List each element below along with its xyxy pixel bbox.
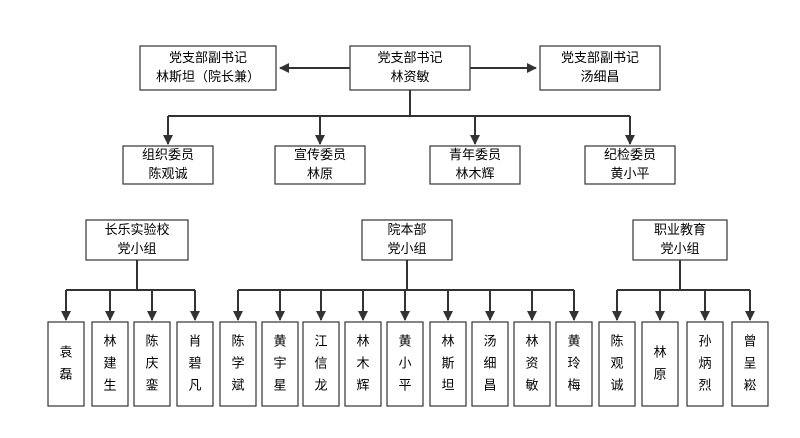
member-name: 黄玲梅 (567, 335, 580, 394)
node-title: 党支部副书记 (561, 51, 639, 66)
node-title: 纪检委员 (604, 148, 656, 163)
member-box: 黄玲梅 (555, 321, 593, 407)
member-name: 林建生 (103, 335, 116, 394)
box-border (349, 45, 471, 91)
node-subtitle: 黄小平 (610, 167, 649, 182)
box-border (274, 145, 366, 185)
box-border (344, 321, 382, 407)
box-border (731, 321, 769, 407)
member-name: 林木辉 (356, 335, 369, 394)
node-subtitle: 林原 (307, 167, 333, 182)
member-name: 林斯坦 (441, 335, 454, 394)
box-border (122, 145, 214, 185)
box-border (219, 321, 257, 407)
node-title: 青年委员 (449, 148, 501, 163)
member-box: 林原 (641, 321, 679, 407)
member-box: 孙炳烈 (686, 321, 724, 407)
member-name: 陈学斌 (231, 334, 244, 394)
member-box: 江信龙 (302, 321, 340, 407)
nodes: 党支部书记林资敏党支部副书记林斯坦（院长兼）党支部副书记汤细昌组织委员陈观诚宣传… (47, 45, 769, 407)
node-subtitle: 党小组 (387, 242, 426, 257)
member-name: 黄小平 (398, 335, 411, 394)
box-border (139, 45, 277, 91)
member-box: 黄小平 (386, 321, 424, 407)
box-border (632, 219, 728, 261)
box-border (133, 321, 171, 407)
box-border (641, 321, 679, 407)
box-border (539, 45, 661, 91)
node-title: 院本部 (387, 223, 426, 238)
node-subtitle: 林斯坦（院长兼） (156, 70, 260, 85)
node-title: 党支部副书记 (169, 51, 247, 66)
member-box: 林斯坦 (429, 321, 467, 407)
box-border (85, 219, 189, 261)
member-name: 曾呈崧 (743, 335, 756, 394)
member-name: 肖碧凡 (188, 335, 201, 394)
member-name: 陈观诚 (610, 334, 623, 394)
member-name: 黄宇星 (273, 335, 286, 394)
member-box: 林资敏 (513, 321, 551, 407)
member-box: 陈学斌 (219, 321, 257, 407)
box-border (47, 321, 85, 407)
box-border (598, 321, 636, 407)
node-subtitle: 陈观诚 (148, 166, 187, 182)
member-name: 陈庆銮 (145, 334, 158, 394)
member-box: 曾呈崧 (731, 321, 769, 407)
box-border (361, 219, 453, 261)
node-subtitle: 林木辉 (455, 167, 494, 182)
member-box: 黄宇星 (261, 321, 299, 407)
box-border (386, 321, 424, 407)
box-border (555, 321, 593, 407)
member-box: 汤细昌 (471, 321, 509, 407)
box-border (513, 321, 551, 407)
box-border (471, 321, 509, 407)
node-title: 组织委员 (142, 148, 194, 163)
member-name: 林资敏 (525, 335, 538, 394)
member-name: 袁磊 (59, 346, 72, 383)
member-name: 江信龙 (314, 335, 327, 394)
member-box: 陈观诚 (598, 321, 636, 407)
box-border (686, 321, 724, 407)
node-title: 长乐实验校 (104, 222, 169, 238)
box-border (429, 321, 467, 407)
box-border (261, 321, 299, 407)
member-box: 肖碧凡 (176, 321, 214, 407)
node-title: 宣传委员 (294, 147, 346, 163)
node-subtitle: 党小组 (660, 242, 699, 257)
connectors (61, 63, 755, 321)
member-name: 汤细昌 (483, 335, 496, 394)
member-name: 孙炳烈 (698, 335, 711, 394)
member-name: 林原 (653, 346, 666, 383)
member-box: 陈庆銮 (133, 321, 171, 407)
member-box: 袁磊 (47, 321, 85, 407)
box-border (91, 321, 129, 407)
node-title: 职业教育 (654, 222, 706, 238)
node-subtitle: 林资敏 (390, 70, 429, 85)
member-box: 林建生 (91, 321, 129, 407)
box-border (176, 321, 214, 407)
node-title: 党支部书记 (377, 51, 442, 66)
node-subtitle: 汤细昌 (580, 70, 619, 85)
box-border (584, 145, 676, 185)
box-border (302, 321, 340, 407)
member-box: 林木辉 (344, 321, 382, 407)
node-subtitle: 党小组 (117, 242, 156, 257)
box-border (429, 145, 521, 185)
